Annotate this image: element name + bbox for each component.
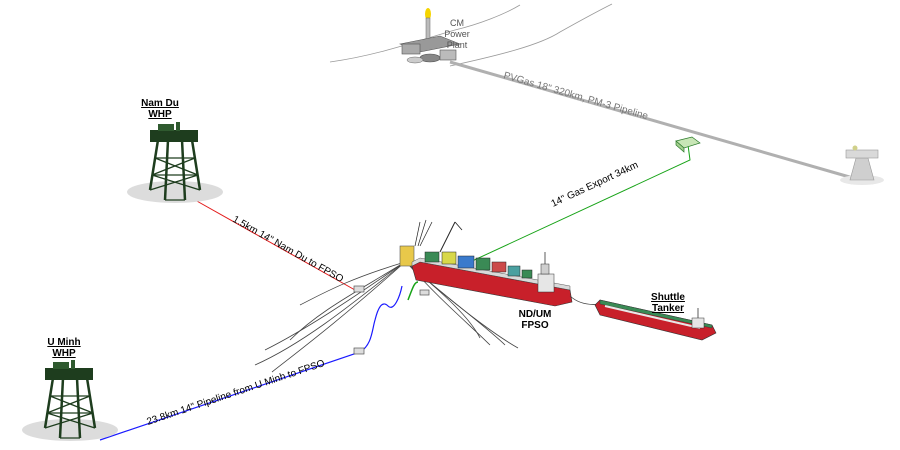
nam-du-pipeline-label: 1.5km 14" Nam Du to FPSO [231,214,346,285]
remote-platform-icon [840,145,884,185]
u-minh-type-label: WHP [52,348,76,359]
u-minh-pipeline [99,285,403,441]
fpso-label-line1: ND/UM [519,309,552,320]
subsea-manifold-icon [353,285,430,355]
u-minh-pipeline-label: 23.8km 14" Pipeline from U Minh to FPSO [145,358,326,428]
u-minh-platform-icon [22,360,118,441]
coastline [329,3,613,67]
nam-du-platform-icon [127,122,223,203]
riser-stub [407,281,419,301]
power-plant-icon [398,8,462,64]
tie-in-box [675,136,701,153]
nam-du-type-label: WHP [148,109,172,120]
pvgas-pipeline [449,60,861,182]
shuttle-tanker-icon [594,299,717,341]
shuttle-tanker-label-line2: Tanker [652,303,684,314]
power-plant-label-line1: CM [450,18,464,28]
hawser-line [569,295,601,305]
nam-du-name-label: Nam Du [141,98,179,109]
nam-du-pipeline [194,199,356,291]
u-minh-name-label: U Minh [47,337,80,348]
pvgas-pipeline-label: PVGas 18" 320km, PM-3 Pipeline [502,70,649,122]
gas-export-pipeline [469,144,691,263]
shuttle-tanker-label-line1: Shuttle [651,292,685,303]
fpso-vessel-icon [399,219,573,307]
gas-export-label: 14" Gas Export 34km [550,160,640,210]
power-plant-label-line2: Power [444,29,470,39]
power-plant-label-line3: Plant [447,40,468,50]
fpso-label-line2: FPSO [521,320,548,331]
